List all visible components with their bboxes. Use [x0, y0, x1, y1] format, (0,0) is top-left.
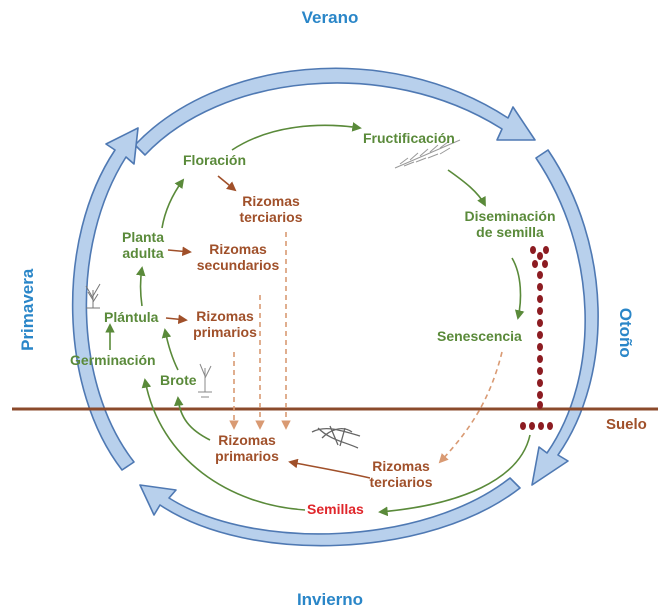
- plant-sketch-icon: [85, 283, 101, 309]
- stage-adult-plant: Planta adulta: [113, 229, 173, 261]
- arrow-seeddots-to-seeds: [378, 434, 531, 517]
- arrow-sprout-to-seedling: [161, 328, 179, 371]
- stage-sprout: Brote: [160, 372, 197, 388]
- stage-adult-line2: adulta: [122, 245, 164, 262]
- arrow-dissemination-to-senescence: [511, 257, 525, 320]
- stage-germination: Germinación: [70, 352, 156, 368]
- rhizomes-primary-bottom-line1: Rizomas: [218, 432, 276, 448]
- rhizomes-primary-top-line1: Rizomas: [196, 308, 254, 324]
- rhizomes-secondary-line2: secundarios: [196, 257, 280, 274]
- sprout-sketch-icon: [198, 363, 212, 398]
- rhizome-sketch-icon: [311, 425, 361, 449]
- rhizomes-primary-top-line2: primarios: [193, 324, 257, 341]
- ring-segment-summer: [134, 67, 536, 156]
- arrow-adult-to-secondary: [167, 246, 192, 257]
- arrow-flowering-to-fruiting: [231, 122, 362, 151]
- arrow-flowering-to-tertiary: [217, 175, 237, 192]
- arrow-seeds-to-germination: [141, 378, 306, 511]
- rhizomes-tertiary-bottom-line1: Rizomas: [372, 458, 430, 474]
- arrow-seedling-to-adult: [136, 266, 146, 307]
- soil-label: Suelo: [606, 416, 647, 433]
- season-ring: [71, 67, 599, 547]
- dashed-senescence-to-tertiary: [438, 351, 503, 464]
- stage-fruiting: Fructificación: [363, 130, 455, 146]
- ring-segment-winter: [139, 477, 521, 547]
- ring-segment-spring: [71, 127, 139, 471]
- stage-flowering: Floración: [183, 152, 247, 168]
- arrow-fruiting-to-dissemination: [447, 169, 486, 207]
- season-winter-label: Invierno: [296, 590, 364, 609]
- arrow-tertiary-to-primary-bottom: [288, 458, 371, 479]
- rhizomes-primary-bottom-line2: primarios: [215, 448, 279, 465]
- rhizomes-tertiary-top-line1: Rizomas: [242, 193, 300, 209]
- arrow-primary-to-sprout: [173, 396, 211, 441]
- brown-arrows: [165, 175, 371, 479]
- rhizomes-secondary-line1: Rizomas: [209, 241, 267, 257]
- seeds-label: Semillas: [307, 501, 364, 517]
- season-summer-label: Verano: [301, 8, 359, 27]
- stage-adult-line1: Planta: [121, 229, 164, 245]
- ring-segment-autumn: [531, 149, 599, 486]
- stage-seedling: Plántula: [104, 309, 159, 325]
- arrow-adult-to-flowering: [161, 178, 185, 229]
- stage-senescence: Senescencia: [437, 328, 522, 344]
- rhizomes-tertiary-bottom-line2: terciarios: [369, 474, 433, 491]
- stage-dissemination: Diseminación de semilla: [455, 208, 565, 240]
- fruit-sketch-icon: [394, 139, 461, 169]
- seed-dots: [520, 246, 553, 430]
- rhizomes-primary-bottom: Rizomas primarios: [205, 432, 289, 464]
- season-spring-label: Primavera: [18, 268, 38, 351]
- dashed-arrows: [229, 232, 503, 464]
- rhizomes-primary-top: Rizomas primarios: [183, 308, 267, 340]
- rhizomes-secondary: Rizomas secundarios: [188, 241, 288, 273]
- rhizomes-tertiary-bottom: Rizomas terciarios: [356, 458, 446, 490]
- arrow-seedling-to-primary: [165, 314, 188, 325]
- rhizomes-tertiary-top: Rizomas terciarios: [226, 193, 316, 225]
- stage-dissemination-line2: de semilla: [476, 224, 544, 241]
- stage-dissemination-line1: Diseminación: [464, 208, 556, 224]
- green-cycle-arrows: [105, 122, 531, 517]
- rhizomes-tertiary-top-line2: terciarios: [239, 209, 303, 226]
- season-autumn-label: Otoño: [615, 307, 635, 358]
